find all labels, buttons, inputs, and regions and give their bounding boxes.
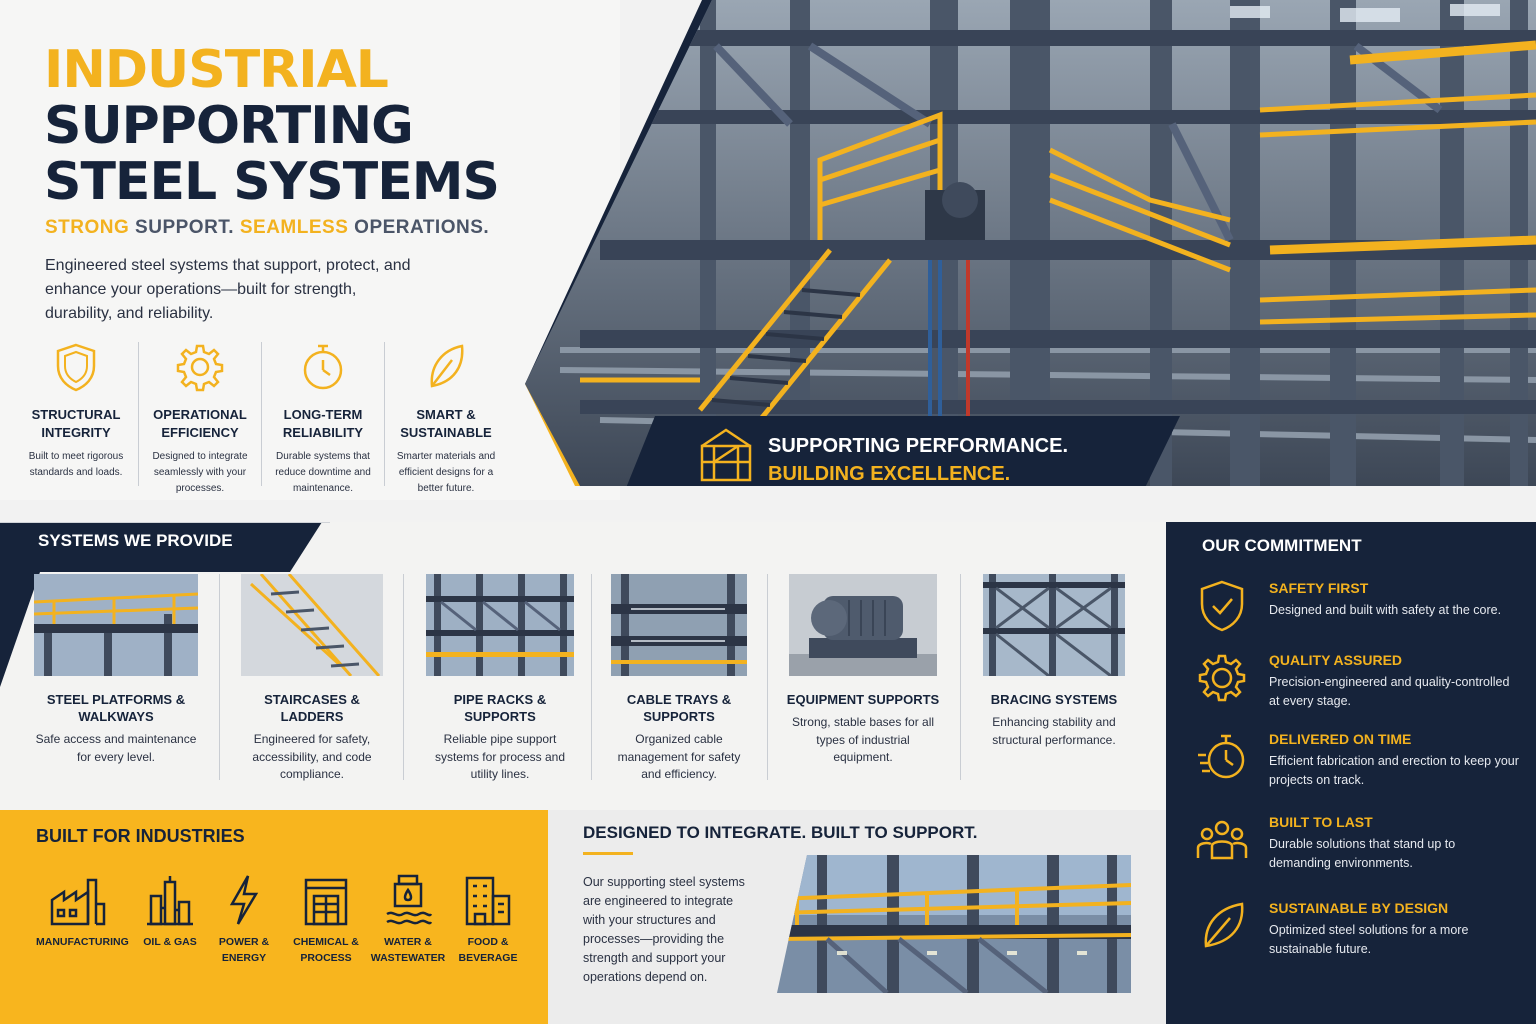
integrate-description: Our supporting steel systems are enginee… — [583, 875, 745, 984]
feature-structural-integrity: STRUCTURAL INTEGRITY Built to meet rigor… — [15, 342, 137, 481]
systems-heading: SYSTEMS WE PROVIDE — [38, 531, 233, 550]
industries-panel — [0, 810, 548, 1024]
refinery-icon — [128, 874, 212, 928]
leaf-icon — [1204, 902, 1244, 948]
bracing-thumbnail — [983, 574, 1125, 678]
system-card-bracing: BRACING SYSTEMS Enhancing stability and … — [978, 574, 1130, 749]
hero-title-line2: SUPPORTING — [44, 96, 414, 156]
shield-icon — [15, 342, 137, 394]
commitment-heading: OUR COMMITMENT — [1202, 536, 1362, 555]
divider — [261, 342, 262, 486]
staircase-thumbnail — [241, 573, 383, 677]
gear-icon — [139, 342, 261, 394]
commitment-sustainable-by-design: SUSTAINABLE BY DESIGN Optimized steel so… — [1196, 900, 1526, 960]
industries-heading: BUILT FOR INDUSTRIES — [36, 826, 245, 846]
pipe-rack-thumbnail — [426, 574, 574, 676]
accent-rule — [583, 852, 633, 855]
divider — [960, 574, 961, 780]
commitment-quality-assured: QUALITY ASSURED Precision-engineered and… — [1196, 652, 1526, 712]
divider — [138, 342, 139, 486]
industry-manufacturing: MANUFACTURING — [36, 874, 129, 950]
lightning-icon — [202, 874, 286, 928]
commitment-delivered-on-time: DELIVERED ON TIME Efficient fabrication … — [1196, 731, 1526, 791]
hero-banner-text: SUPPORTING PERFORMANCE. BUILDING EXCELLE… — [768, 435, 1069, 485]
stopwatch-icon — [1198, 734, 1245, 779]
industry-oil-gas: OIL & GAS — [128, 874, 212, 950]
water-tower-icon — [366, 874, 450, 928]
chemical-plant-icon — [284, 874, 368, 928]
system-card-pipe-racks: PIPE RACKS & SUPPORTS Reliable pipe supp… — [420, 574, 580, 784]
system-card-cable-trays: CABLE TRAYS & SUPPORTS Organized cable m… — [606, 574, 752, 784]
industry-power-energy: POWER & ENERGY — [202, 874, 286, 966]
hero-left-panel — [0, 0, 620, 500]
leaf-icon — [385, 342, 507, 394]
divider — [219, 574, 220, 780]
shield-check-icon — [1200, 580, 1244, 632]
systems-section — [0, 522, 1166, 810]
stopwatch-icon — [262, 342, 384, 394]
divider — [403, 574, 404, 780]
hero-intro: Engineered steel systems that support, p… — [45, 257, 411, 322]
system-card-equipment-supports: EQUIPMENT SUPPORTS Strong, stable bases … — [786, 574, 940, 767]
industry-chemical-process: CHEMICAL & PROCESS — [284, 874, 368, 966]
hero-title-line1: INDUSTRIAL — [44, 40, 389, 100]
feature-smart-sustainable: SMART & SUSTAINABLE Smarter materials an… — [385, 342, 507, 497]
hero-title-line3: STEEL SYSTEMS — [44, 152, 500, 212]
divider — [767, 574, 768, 780]
commitment-built-to-last: BUILT TO LAST Durable solutions that sta… — [1196, 814, 1526, 874]
building-icon — [700, 428, 752, 482]
food-building-icon — [446, 874, 530, 928]
commitment-safety-first: SAFETY FIRST Designed and built with saf… — [1196, 580, 1526, 640]
equipment-thumbnail — [789, 574, 937, 676]
factory-icon — [36, 874, 120, 928]
cable-tray-thumbnail — [611, 574, 747, 676]
integrate-heading: DESIGNED TO INTEGRATE. BUILT TO SUPPORT. — [583, 823, 978, 842]
gear-icon — [1198, 654, 1246, 702]
industry-food-beverage: FOOD & BEVERAGE — [446, 874, 530, 966]
system-card-staircases: STAIRCASES & LADDERS Engineered for safe… — [236, 573, 388, 784]
industry-water-wastewater: WATER & WASTEWATER — [366, 874, 450, 966]
feature-long-term-reliability: LONG-TERM RELIABILITY Durable systems th… — [262, 342, 384, 497]
hero-tagline: STRONG SUPPORT. SEAMLESS OPERATIONS. — [45, 217, 490, 238]
divider — [591, 574, 592, 780]
integrate-platform-image — [777, 855, 1131, 993]
system-card-platforms: STEEL PLATFORMS & WALKWAYS Safe access a… — [30, 574, 202, 766]
platform-thumbnail — [33, 574, 199, 676]
divider — [384, 342, 385, 486]
feature-operational-efficiency: OPERATIONAL EFFICIENCY Designed to integ… — [139, 342, 261, 497]
team-icon — [1196, 820, 1248, 860]
systems-header-ribbon — [0, 522, 330, 687]
